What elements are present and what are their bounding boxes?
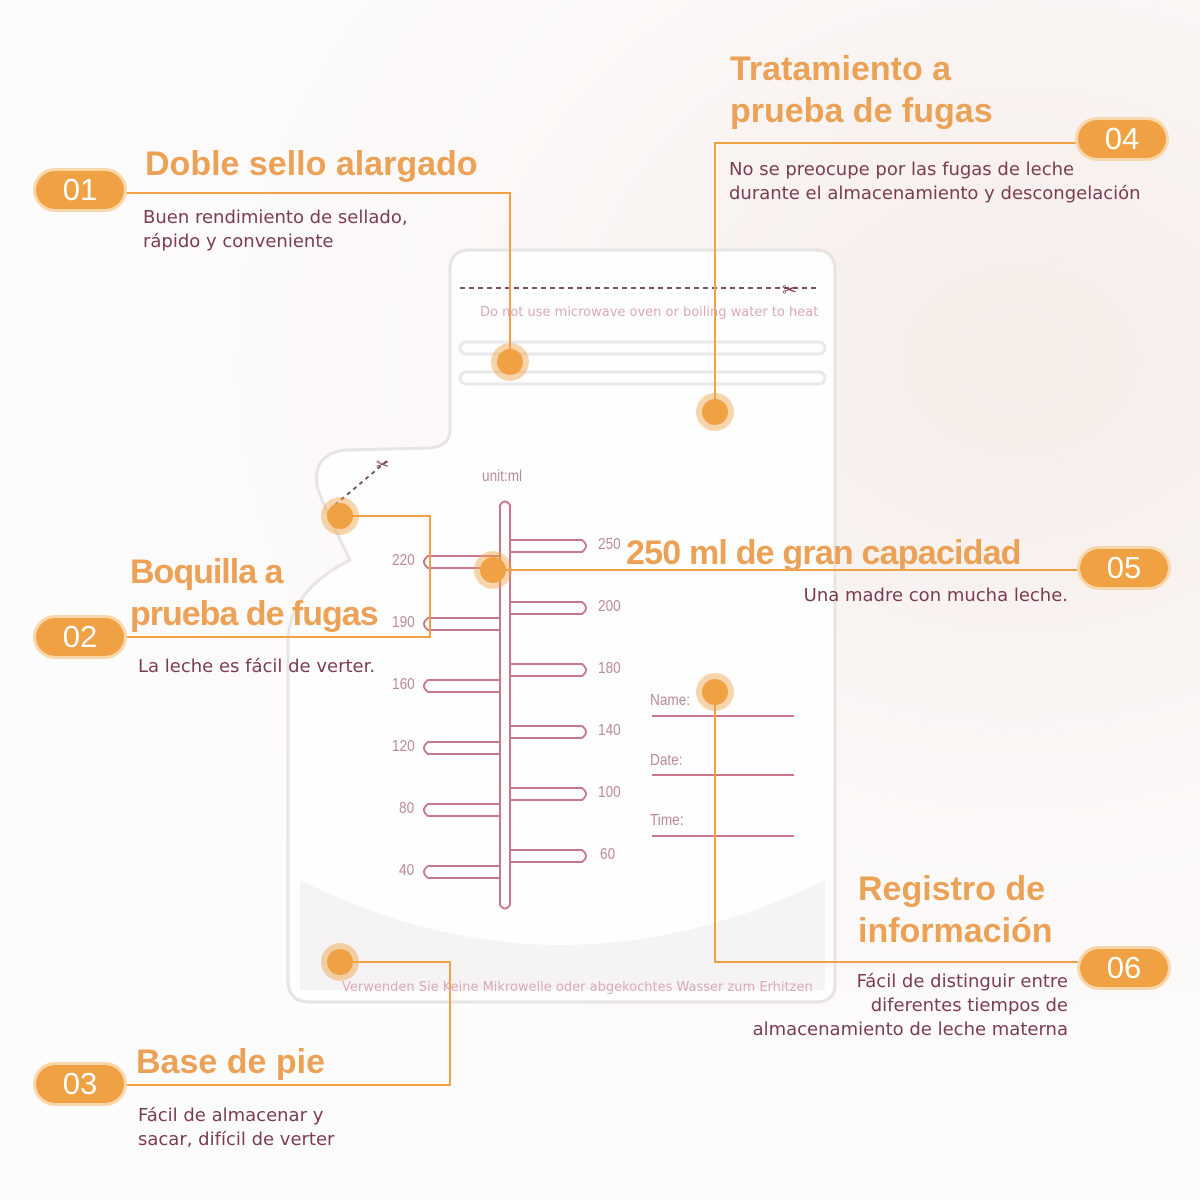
badge-05: 05	[1080, 549, 1168, 587]
name-field-label: Name:	[650, 692, 691, 709]
marker-dot	[480, 557, 506, 583]
scale-label: 200	[598, 598, 621, 615]
marker-dot	[327, 503, 353, 529]
badge-06: 06	[1080, 949, 1168, 987]
time-field-label: Time:	[650, 812, 684, 829]
badge-02: 02	[36, 618, 124, 656]
scale-label: 40	[399, 862, 415, 879]
scale-label: 80	[399, 800, 415, 817]
measurement-scale	[423, 500, 794, 910]
feature-title: 250 ml de gran capacidad	[626, 534, 1021, 572]
feature-desc: Buen rendimiento de sellado,rápido y con…	[143, 207, 408, 252]
feature-title: Doble sello alargado	[145, 145, 478, 183]
scale-label: 100	[598, 784, 621, 801]
top-warning: Do not use microwave oven or boiling wat…	[480, 305, 819, 320]
feature-desc: Una madre con mucha leche.	[803, 585, 1068, 606]
scissors-icon: ✂	[782, 280, 797, 301]
feature-title: Base de pie	[136, 1043, 325, 1081]
scale-label: 60	[600, 846, 616, 863]
scale-label: 140	[598, 722, 621, 739]
marker-dot	[497, 349, 523, 375]
scale-label: 250	[598, 536, 621, 553]
scissors-icon: ✂	[376, 455, 389, 474]
marker-dot	[327, 949, 353, 975]
marker-dot	[702, 399, 728, 425]
scale-label: 160	[392, 676, 415, 693]
bottom-warning: Verwenden Sie Keine Mikrowelle oder abge…	[342, 980, 813, 995]
scale-label: 220	[392, 552, 415, 569]
scale-label: 190	[392, 614, 415, 631]
scale-label: 120	[392, 738, 415, 755]
badge-01: 01	[36, 171, 124, 209]
badge-03: 03	[36, 1065, 124, 1103]
unit-label: unit:ml	[482, 468, 523, 485]
feature-desc: La leche es fácil de verter.	[138, 656, 376, 677]
connector-lines	[125, 142, 1080, 1086]
badge-04: 04	[1078, 120, 1166, 158]
date-field-label: Date:	[650, 752, 683, 769]
marker-dot	[702, 679, 728, 705]
scale-label: 180	[598, 660, 621, 677]
